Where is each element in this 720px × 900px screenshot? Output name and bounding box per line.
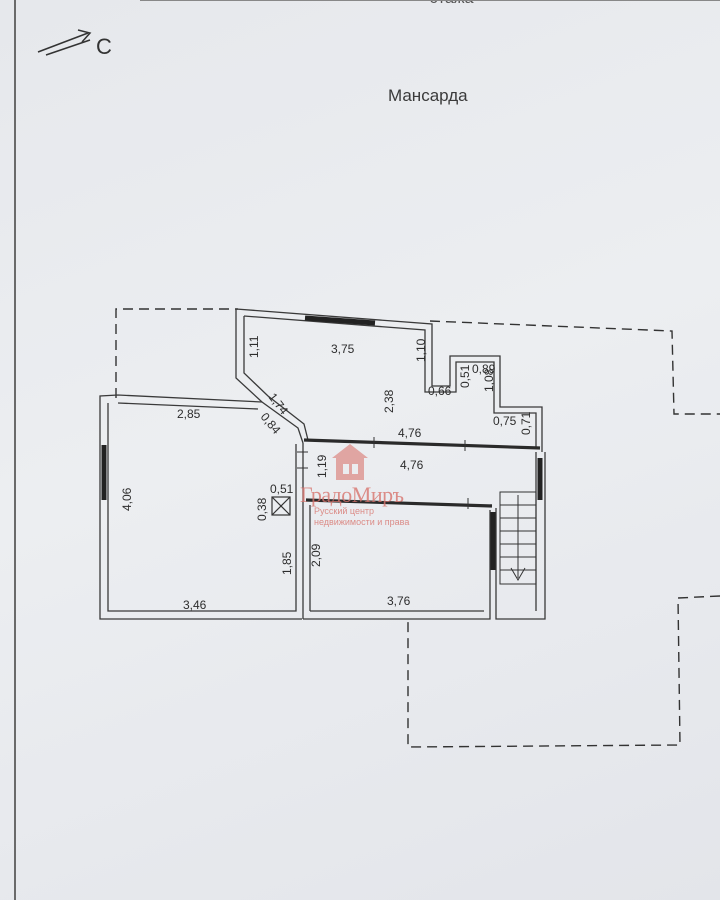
logo-subtitle-line-2: недвижимости и права (314, 517, 410, 527)
dim-notch-051: 0,51 (458, 364, 472, 388)
sheet-border-top (140, 0, 720, 1)
windows (101, 315, 543, 570)
dim-top-left-height: 1,11 (247, 335, 261, 358)
dim-hall-depth: 1,19 (315, 454, 329, 478)
logo-subtitle-line-1: Русский центр (314, 506, 375, 516)
dim-notch-071: 0,71 (519, 411, 533, 435)
dim-vent-width: 0,51 (270, 482, 294, 496)
dim-notch-075: 0,75 (493, 414, 517, 428)
dim-top-depth: 2,38 (382, 389, 396, 413)
dim-left-height: 4,06 (120, 487, 134, 511)
dim-top-room-width: 3,75 (331, 342, 355, 356)
north-label: С (96, 34, 112, 59)
dim-left-top: 2,85 (177, 407, 201, 421)
dim-hall-upper: 4,76 (398, 426, 422, 440)
dim-corridor-height: 1,85 (280, 551, 294, 575)
roof-outline (115, 308, 720, 748)
dim-top-right-height: 1,10 (414, 338, 428, 362)
sheet-border-left (14, 0, 16, 900)
dim-notch-089: 0,89 (472, 362, 496, 376)
watermark-logo: ГрадоМиръ Русский центр недвижимости и п… (300, 440, 420, 540)
dim-room-bottom: 3,76 (387, 594, 411, 608)
plan-title: Мансарда (388, 86, 468, 105)
dim-notch-108: 1,08 (482, 368, 496, 392)
vent-shaft (271, 496, 291, 516)
north-arrow-icon (37, 29, 92, 56)
dimension-ticks (297, 437, 469, 509)
dim-vent-height: 0,38 (255, 497, 269, 521)
logo-subtitle: Русский центр недвижимости и права (314, 506, 409, 528)
dim-room-height: 2,09 (309, 543, 323, 567)
partitions (303, 438, 541, 508)
dim-left-bottom: 3,46 (183, 598, 207, 612)
dim-hall-lower: 4,76 (400, 458, 424, 472)
dim-notch-066: 0,66 (428, 384, 452, 398)
logo-name: ГрадоМиръ (300, 482, 404, 507)
house-logo-icon (332, 444, 368, 480)
staircase (499, 491, 537, 585)
cut-header-text: этажа (430, 0, 473, 8)
